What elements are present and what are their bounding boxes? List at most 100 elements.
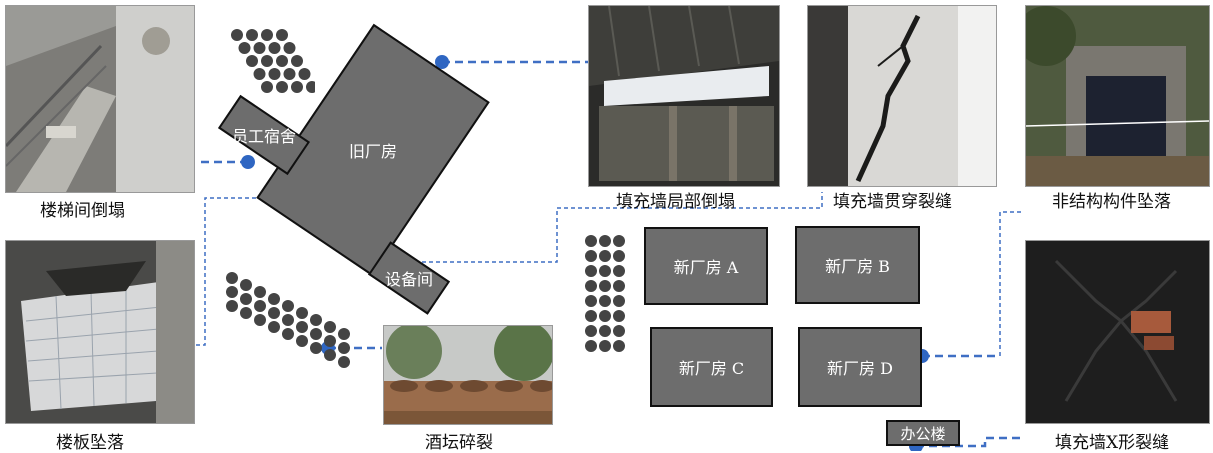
photo-wall-x-crack <box>1025 240 1210 424</box>
tree-icon <box>268 307 280 319</box>
tree-icon <box>253 42 266 54</box>
tree-icon <box>282 300 294 312</box>
tree-icon <box>261 55 273 67</box>
tree-icon <box>599 340 611 352</box>
tree-icon <box>276 55 288 67</box>
tree-icon <box>599 310 611 322</box>
tree-icon <box>283 42 296 54</box>
tree-icon <box>226 272 238 284</box>
tree-icon <box>613 280 625 292</box>
dot-dorm <box>241 155 255 169</box>
tree-icon <box>324 321 336 333</box>
caption-stair: 楼梯间倒塌 <box>40 201 125 221</box>
tree-icon <box>599 280 611 292</box>
tree-icon <box>599 295 611 307</box>
caption-wall-x: 填充墙X形裂缝 <box>1055 433 1170 453</box>
equipment-label: 设备间 <box>384 269 434 289</box>
tree-icon <box>283 68 296 80</box>
tree-icon <box>338 328 350 340</box>
photo-wall-partial-collapse <box>588 5 780 187</box>
tree-icon <box>261 81 273 93</box>
line-equip-to-wall-through <box>408 192 823 263</box>
tree-icon <box>240 307 252 319</box>
building-new-d: 新厂房 D <box>798 327 922 407</box>
tree-icon <box>585 310 597 322</box>
tree-icon <box>324 335 336 347</box>
tree-icon <box>310 342 322 354</box>
new-a-label: 新厂房 A <box>673 258 739 277</box>
new-b-label: 新厂房 B <box>825 257 890 276</box>
tree-icon <box>296 335 308 347</box>
caption-floor: 楼板坠落 <box>56 433 124 453</box>
tree-icon <box>240 279 252 291</box>
tree-icon <box>231 29 243 41</box>
tree-icon <box>613 265 625 277</box>
tree-icon <box>296 321 308 333</box>
photo-floor-fall <box>5 240 195 424</box>
tree-cluster-left <box>585 235 625 352</box>
tree-icon <box>599 325 611 337</box>
tree-icon <box>585 265 597 277</box>
dot-old-factory <box>435 55 449 69</box>
tree-icon <box>585 340 597 352</box>
tree-icon <box>276 29 288 41</box>
tree-icon <box>613 310 625 322</box>
tree-icon <box>268 321 280 333</box>
caption-wall-through: 填充墙贯穿裂缝 <box>833 192 952 212</box>
tree-icon <box>585 295 597 307</box>
tree-icon <box>282 314 294 326</box>
line-newd-to-nonstructural <box>999 211 1024 356</box>
tree-icon <box>585 250 597 262</box>
office-label: 办公楼 <box>900 424 946 443</box>
tree-icon <box>613 325 625 337</box>
tree-icon <box>306 81 315 93</box>
tree-icon <box>298 68 311 80</box>
tree-icon <box>613 250 625 262</box>
dorm-label: 员工宿舍 <box>231 126 297 146</box>
tree-icon <box>599 265 611 277</box>
tree-icon <box>324 349 336 361</box>
tree-icon <box>585 280 597 292</box>
tree-icon <box>226 286 238 298</box>
tree-icon <box>246 55 258 67</box>
tree-icon <box>238 42 251 54</box>
new-d-label: 新厂房 D <box>827 359 893 378</box>
tree-icon <box>282 328 294 340</box>
tree-icon <box>268 293 280 305</box>
tree-icon <box>254 286 266 298</box>
line-office-to-wallx <box>916 436 1024 448</box>
caption-jars: 酒坛碎裂 <box>425 433 493 453</box>
tree-icon <box>338 356 350 368</box>
tree-icon <box>296 307 308 319</box>
tree-icon <box>291 81 303 93</box>
photo-nonstructural-fall <box>1025 5 1210 187</box>
tree-icon <box>226 300 238 312</box>
tree-cluster-top <box>231 29 315 93</box>
tree-icon <box>261 29 273 41</box>
building-office: 办公楼 <box>886 420 960 446</box>
new-c-label: 新厂房 C <box>678 359 745 378</box>
tree-icon <box>254 300 266 312</box>
caption-wall-partial: 填充墙局部倒塌 <box>616 192 735 212</box>
building-new-c: 新厂房 C <box>650 327 773 407</box>
tree-icon <box>253 68 266 80</box>
photo-jar-breakage <box>383 325 553 425</box>
building-new-a: 新厂房 A <box>644 227 768 305</box>
tree-icon <box>254 314 266 326</box>
building-new-b: 新厂房 B <box>795 226 920 304</box>
tree-icon <box>338 342 350 354</box>
tree-icon <box>246 29 258 41</box>
tree-icon <box>613 340 625 352</box>
tree-cluster-bottom <box>226 272 350 368</box>
tree-icon <box>585 235 597 247</box>
tree-icon <box>276 81 288 93</box>
tree-icon <box>613 295 625 307</box>
old-factory-label: 旧厂房 <box>348 142 398 162</box>
tree-icon <box>599 235 611 247</box>
photo-stair-collapse <box>5 5 195 193</box>
tree-icon <box>613 235 625 247</box>
tree-icon <box>310 314 322 326</box>
tree-icon <box>585 325 597 337</box>
photo-wall-through-crack <box>807 5 997 187</box>
tree-icon <box>291 55 303 67</box>
